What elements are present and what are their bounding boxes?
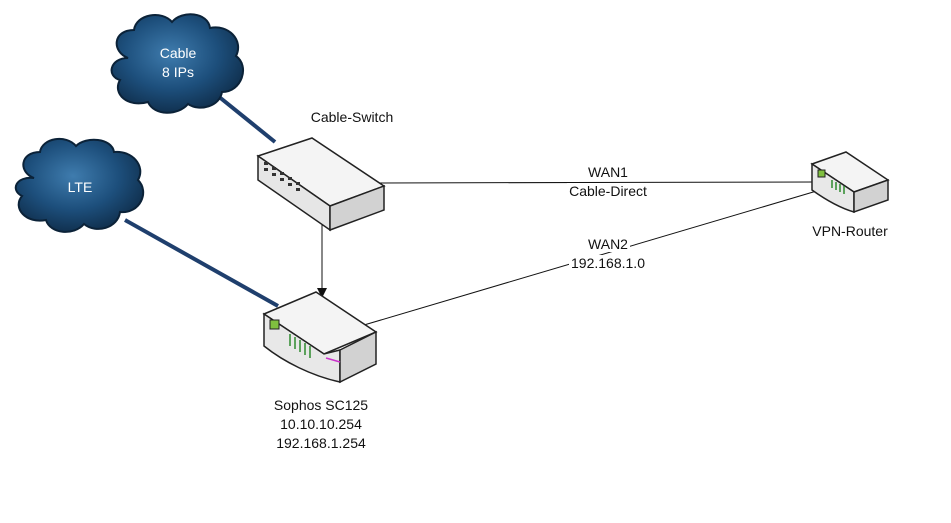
sophos-label: Sophos SC125 10.10.10.254 192.168.1.254 xyxy=(256,396,386,453)
wan1-name: WAN1 xyxy=(586,164,630,180)
cable-cloud-label: Cable 8 IPs xyxy=(150,44,206,82)
wan2-label: WAN2 192.168.1.0 xyxy=(548,235,668,273)
wan1-detail: Cable-Direct xyxy=(567,183,649,199)
lte-uplink-line xyxy=(124,218,279,308)
wan2-name: WAN2 xyxy=(586,236,630,252)
sophos-ip2: 192.168.1.254 xyxy=(276,435,366,451)
cable-switch-label: Cable-Switch xyxy=(310,109,394,125)
cable-cloud-label-line2: 8 IPs xyxy=(162,64,194,80)
cable-cloud-icon xyxy=(110,13,245,114)
lte-cloud-icon xyxy=(14,137,145,233)
wan1-line xyxy=(367,181,817,184)
sophos-name: Sophos SC125 xyxy=(273,397,369,413)
vpn-router-icon xyxy=(810,151,890,214)
cable-switch-icon xyxy=(256,137,386,232)
wan2-detail: 192.168.1.0 xyxy=(569,255,647,271)
vpn-router-label: VPN-Router xyxy=(812,223,888,239)
sophos-ip1: 10.10.10.254 xyxy=(280,416,362,432)
sophos-firewall-icon xyxy=(262,291,378,384)
wan1-label: WAN1 Cable-Direct xyxy=(548,163,668,201)
cable-uplink-line xyxy=(216,94,277,144)
lte-cloud-label: LTE xyxy=(67,179,93,195)
cable-cloud-label-line1: Cable xyxy=(159,45,197,61)
